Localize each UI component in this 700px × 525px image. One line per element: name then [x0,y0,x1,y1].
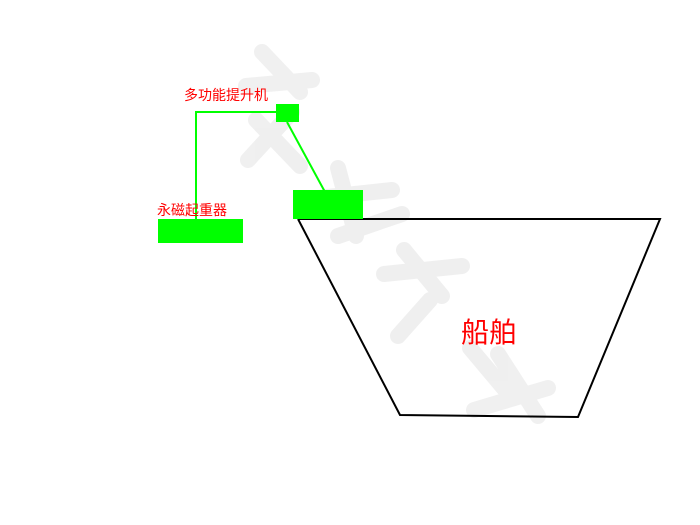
hoist-arm-line [286,121,326,193]
lifter-label: 永磁起重器 [157,203,227,219]
lifter-cable-line [195,111,277,220]
ship-hull [297,218,662,419]
hoist-label: 多功能提升机 [184,88,268,104]
ship-label: 船舶 [461,316,518,349]
hoist-head-block [276,104,299,122]
watermark [238,44,556,424]
hoist-base-block [293,190,363,219]
permanent-magnet-lifter-block [158,219,243,243]
